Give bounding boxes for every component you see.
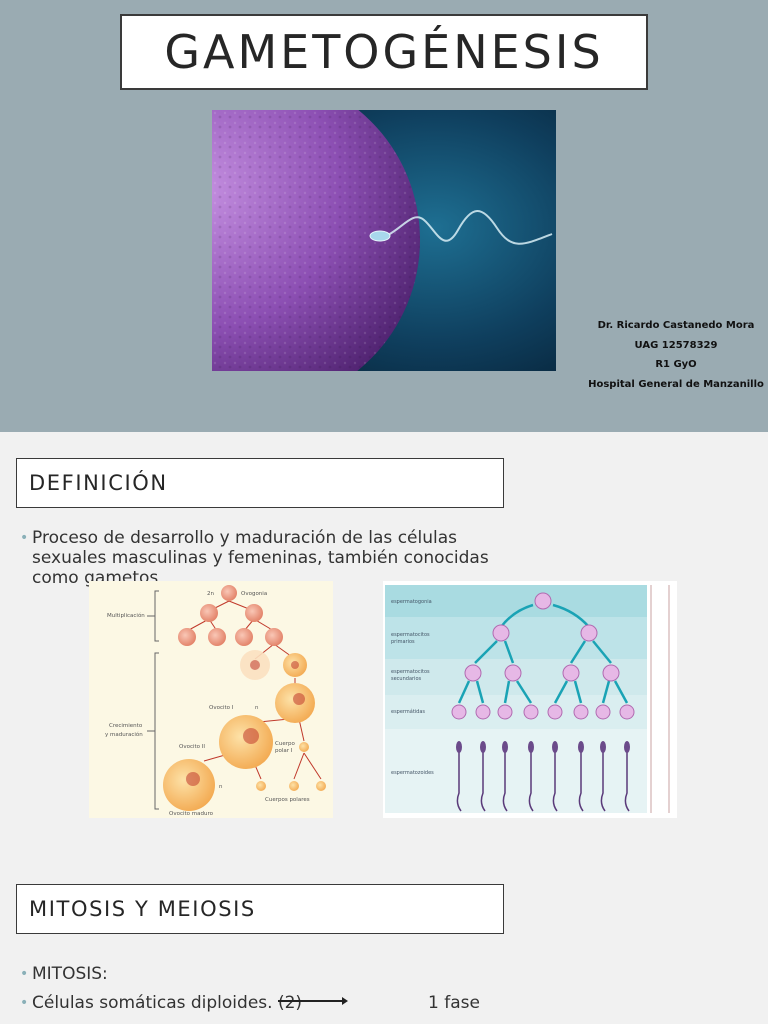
ovogonia-label: Ovogonia [241,591,267,597]
ovocito-2-label: Ovocito II [179,744,205,750]
crecimiento-label: Crecimiento [109,723,143,729]
definition-heading-box: DEFINICIÓN [16,458,504,508]
title-slide: GAMETOGÉNESIS [0,0,768,432]
bullet-dot-icon: • [20,530,29,546]
secundarios-label-2: secundarios [391,676,422,682]
secundarios-label-1: espermatocitos [391,669,430,675]
maduracion-label: y maduración [105,731,143,738]
primarios-label-1: espermatocitos [391,632,430,638]
primarios-label-2: primarios [391,639,415,645]
polar-label: polar I [275,748,293,754]
bullet-dot-icon: • [20,966,29,982]
bullet-celulas: •Células somáticas diploides. (2) [20,993,302,1013]
author-name: Dr. Ricardo Castanedo Mora [597,320,755,331]
author-hospital: Hospital General de Manzanillo [588,378,764,390]
slide-title: GAMETOGÉNESIS [164,25,604,79]
n-label-1: n [255,705,259,711]
definition-bullet: •Proceso de desarrollo y maduración de l… [20,528,502,588]
ovocito-1-label: Ovocito I [209,705,234,711]
mitosis-heading-box: MITOSIS Y MEIOSIS [16,884,504,934]
cuerpo-label: Cuerpo [275,741,295,747]
author-id: UAG 12578329 [634,339,718,351]
phase-text: 1 fase [428,993,480,1013]
oogenesis-figure: Multiplicación Crecimiento y maduración … [89,581,333,818]
ovocito-maduro-label: Ovocito maduro [169,811,214,817]
bullet-dot-icon: • [20,995,29,1011]
author-info: Dr. Ricardo Castanedo Mora UAG 12578329 … [588,316,764,394]
mitosis-heading: MITOSIS Y MEIOSIS [29,897,256,921]
two-n-label: 2n [207,591,214,597]
definition-heading: DEFINICIÓN [29,471,168,495]
bullet-mitosis: •MITOSIS: [20,964,108,984]
bullet-text: MITOSIS: [32,964,108,984]
arrow-icon [278,997,348,1004]
n-label-2: n [219,784,223,790]
definition-text: Proceso de desarrollo y maduración de la… [32,528,489,588]
cuerpos-polares-label: Cuerpos polares [265,797,310,803]
sperm-egg-image [212,110,556,371]
espermatozoides-label: espermatozoides [391,770,434,776]
espermatogonia-label: espermatogonia [391,599,432,605]
espermatidas-label: espermátidas [391,708,425,715]
bullet-text: Células somáticas diploides. (2) [32,993,303,1013]
spermatogenesis-figure: espermatogonia espermatocitos primarios … [383,581,677,818]
title-box: GAMETOGÉNESIS [120,14,648,90]
author-role: R1 GyO [655,359,697,370]
multiplicacion-label: Multiplicación [107,612,145,619]
